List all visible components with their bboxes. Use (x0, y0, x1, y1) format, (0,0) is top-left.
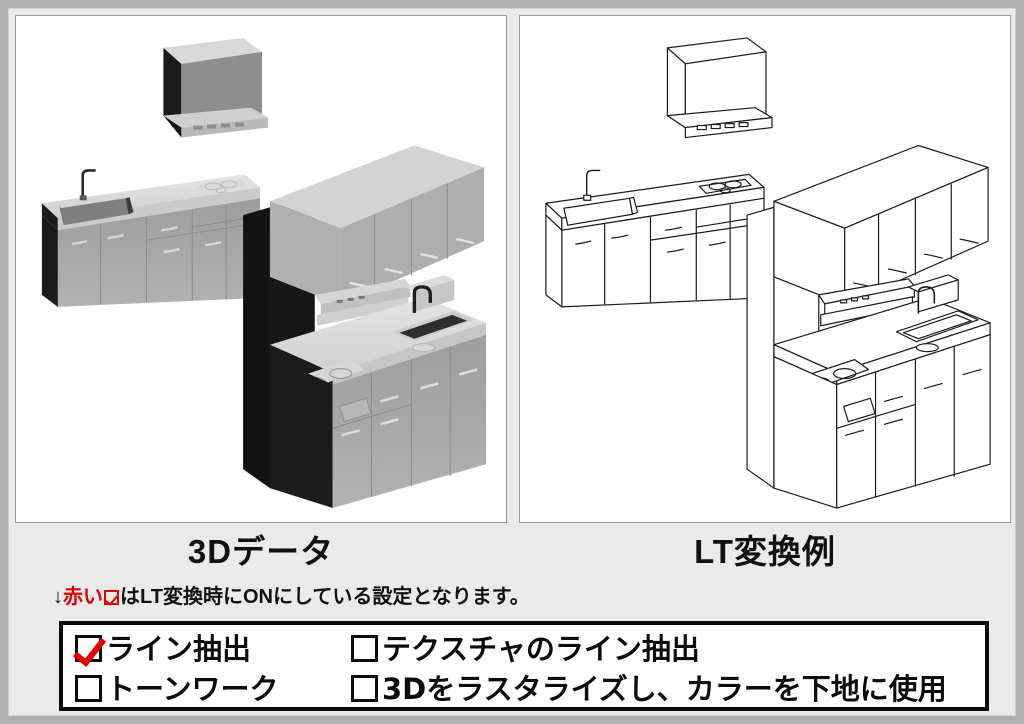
setting-label: トーンワーク (106, 671, 279, 706)
note-rest-text: はLT変換時にONにしている設定となります。 (120, 586, 530, 608)
base-cabinet-left-lt (545, 169, 765, 308)
setting-option-rasterize-3d[interactable]: 3Dをラスタライズし、カラーを下地に使用 (345, 672, 947, 706)
range-hood-3d (163, 37, 268, 138)
render-3d-kitchen (41, 37, 487, 509)
checkbox-tone-work[interactable] (75, 675, 102, 702)
setting-option-texture-line-extraction[interactable]: テクスチャのライン抽出 (345, 632, 700, 666)
setting-label: テクスチャのライン抽出 (382, 631, 700, 666)
wall-cabinet-lt (773, 144, 989, 327)
panel-captions: 3Dデータ LT変換例 (15, 527, 1011, 577)
settings-row-1: ライン抽出 テクスチャのライン抽出 (63, 628, 985, 669)
checkbox-texture-line-extraction[interactable] (351, 635, 378, 662)
setting-option-tone-work[interactable]: トーンワーク (63, 672, 345, 706)
setting-label: 3Dをラスタライズし、カラーを下地に使用 (382, 671, 947, 706)
wall-cabinet-3d (269, 145, 485, 326)
legend-note: ↓赤いはLT変換時にONにしている設定となります。 (53, 584, 530, 610)
checkbox-rasterize-3d[interactable] (351, 675, 378, 702)
setting-option-line-extraction[interactable]: ライン抽出 (63, 632, 345, 666)
caption-3d-data: 3Dデータ (187, 533, 335, 570)
checked-box-icon (104, 590, 119, 605)
note-red-word: 赤い (63, 586, 103, 608)
panel-3d-data (15, 15, 507, 523)
render-lt-kitchen (545, 37, 991, 509)
panel-lt-conversion (519, 15, 1011, 523)
image-panels (15, 15, 1011, 523)
base-cabinet-right-lt (773, 274, 991, 509)
setting-label: ライン抽出 (106, 631, 252, 666)
page-sheet: 3Dデータ LT変換例 ↓赤いはLT変換時にONにしている設定となります。 ライ… (8, 8, 1016, 716)
caption-lt-conversion: LT変換例 (694, 533, 836, 570)
checkbox-line-extraction[interactable] (75, 635, 102, 662)
down-arrow-icon: ↓ (53, 586, 63, 608)
range-hood-lt (666, 37, 773, 139)
base-cabinet-right-3d (269, 274, 487, 509)
lt-settings-box: ライン抽出 テクスチャのライン抽出 トーンワーク 3Dをラスタライズし、カラーを… (59, 621, 989, 711)
settings-row-2: トーンワーク 3Dをラスタライズし、カラーを下地に使用 (63, 668, 985, 709)
base-cabinet-left-3d (41, 169, 261, 307)
